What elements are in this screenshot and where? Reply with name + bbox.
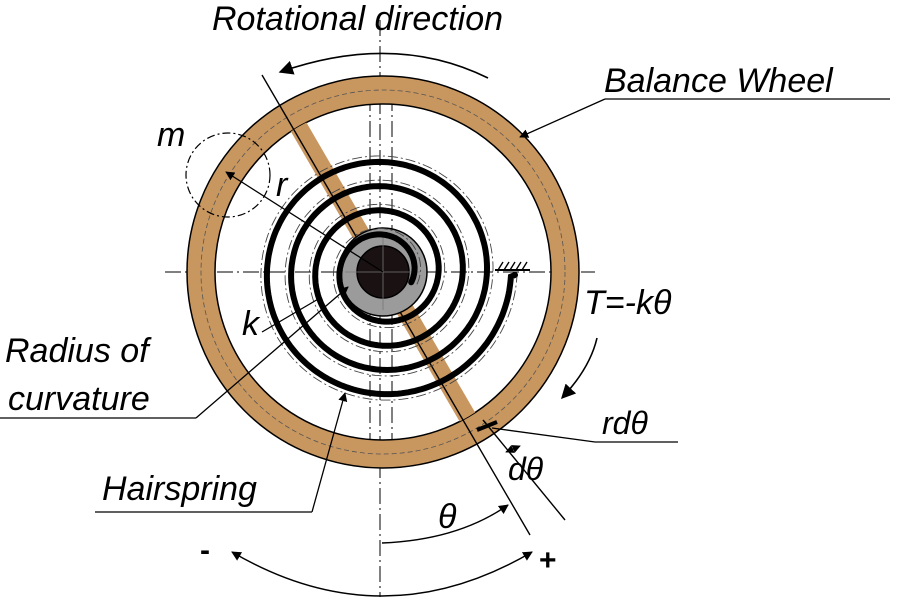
stiffness-leader (261, 297, 321, 333)
d-theta-arc (505, 445, 521, 453)
radius-of-curvature-pointer (195, 286, 349, 419)
mass-label: m (157, 116, 185, 154)
theta-arc (381, 504, 509, 544)
spring-fixed-anchor (495, 261, 530, 271)
radius-of-curvature-label-line1: Radius of (5, 332, 152, 370)
hairspring-label: Hairspring (102, 470, 257, 508)
rim-inner-edge (214, 103, 552, 441)
mass-circle (185, 132, 271, 218)
rim-dash-line (200, 89, 566, 455)
arc-element-leader (491, 427, 596, 443)
plus-minus-arc (231, 551, 533, 597)
radius-arrow (225, 171, 384, 273)
hairspring-coil (263, 158, 518, 398)
torque-label: T=-kθ (584, 284, 672, 322)
radius-of-curvature-label-line2: curvature (8, 380, 150, 418)
rotational-direction-arrow (278, 52, 489, 79)
arc-element-mark (476, 420, 498, 432)
d-theta-line (482, 419, 566, 521)
rim-outer-edge (186, 75, 580, 469)
torque-arrow (561, 337, 598, 400)
plus-sign: + (539, 544, 557, 577)
balance-wheel-label: Balance Wheel (604, 62, 834, 100)
arc-element-label: rdθ (602, 405, 648, 441)
balance-wheel-leader (519, 98, 606, 138)
minus-sign: - (200, 534, 210, 567)
d-theta-label: dθ (508, 451, 544, 487)
hairspring-neutral-line (260, 155, 518, 401)
radius-label: r (276, 166, 289, 204)
rotational-direction-label: Rotational direction (212, 0, 503, 38)
stiffness-label: k (242, 305, 261, 343)
theta-label: θ (438, 498, 457, 536)
hairspring-pointer (311, 392, 348, 513)
